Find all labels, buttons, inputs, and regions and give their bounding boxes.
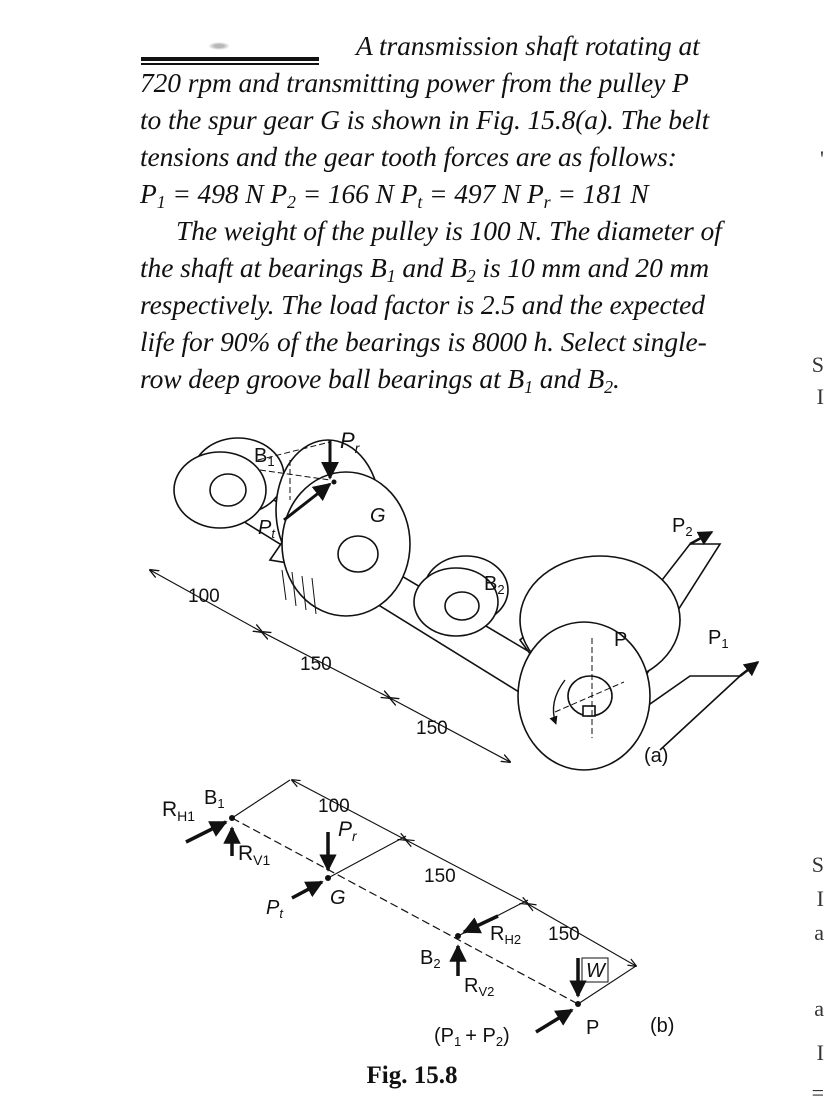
fbd-point-b1 xyxy=(229,815,235,821)
rotation-arrow-icon xyxy=(549,679,566,725)
fbd-dim-150-first xyxy=(406,840,528,904)
header-rule-bottom xyxy=(141,63,319,65)
force-pr: Pr = 181 N xyxy=(526,178,649,212)
fbd-label-pr: Pr xyxy=(338,818,358,844)
fbd-label-150-first: 150 xyxy=(424,866,456,887)
force-point-dot xyxy=(331,479,337,485)
fbd-label-rv1: RV1 xyxy=(238,842,271,868)
edge-fragment-3: I xyxy=(816,384,824,409)
label-p1: P1 xyxy=(708,627,729,651)
fbd-rh1-arrow xyxy=(185,820,228,844)
fbd-label-150-second: 150 xyxy=(548,924,580,945)
fbd-label-b2: B2 xyxy=(420,947,441,971)
fbd-dim-100 xyxy=(292,780,406,840)
scan-mark-icon xyxy=(208,42,230,50)
gear-teeth xyxy=(281,569,317,615)
paragraph2-line-2: the shaft at bearings B1 and B2 is 10 mm… xyxy=(140,252,710,286)
edge-fragment-7: a xyxy=(814,996,824,1021)
fbd-dim-150-second xyxy=(528,904,636,966)
fbd-label-w: W xyxy=(586,960,607,982)
dim-line-100 xyxy=(150,570,262,632)
fbd-label-p1p2: (P1+ P2) xyxy=(434,1025,510,1049)
edge-fragment-2: S xyxy=(811,352,824,377)
fbd-label-rv2: RV2 xyxy=(464,975,494,999)
statement-line-1: A transmission shaft rotating at xyxy=(356,30,700,61)
pulley-centre-horizontal xyxy=(554,681,625,713)
figure-b-label: (b) xyxy=(650,1015,674,1037)
fbd-point-g xyxy=(325,875,331,881)
dim-line-150-first xyxy=(262,632,390,698)
label-pr: Pr xyxy=(340,428,361,456)
fbd-label-p: P xyxy=(586,1017,599,1039)
statement-line-3: to the spur gear G is shown in Fig. 15.8… xyxy=(140,104,710,135)
paragraph2-line-4: life for 90% of the bearings is 8000 h. … xyxy=(140,326,707,357)
shaft-axis xyxy=(257,441,331,500)
fbd-pt-arrow xyxy=(291,880,324,900)
dim-label-150-second: 150 xyxy=(416,718,448,739)
label-b2: B2 xyxy=(484,573,505,597)
paragraph2-line-5: row deep groove ball bearings at B1 and … xyxy=(140,363,620,397)
fbd-point-b2 xyxy=(455,933,461,939)
paragraph2-line-3: respectively. The load factor is 2.5 and… xyxy=(140,289,705,320)
gear-hub xyxy=(337,535,379,573)
edge-fragment-4: S xyxy=(811,852,824,877)
bearing-b2-bore xyxy=(444,591,480,621)
label-p2: P2 xyxy=(672,515,693,539)
fbd-ext-g xyxy=(327,835,407,879)
fbd-point-p xyxy=(575,1001,581,1007)
fbd-centre-line xyxy=(231,817,579,1005)
force-pt: Pt = 497 N xyxy=(400,178,521,212)
fbd-label-rh1: RH1 xyxy=(162,798,195,824)
paragraph2-line-1: The weight of the pulley is 100 N. The d… xyxy=(176,215,722,246)
edge-fragment-5: I xyxy=(816,886,824,911)
fbd-ext-b1 xyxy=(231,779,291,819)
pt-arrow xyxy=(283,482,332,522)
label-p: P xyxy=(614,629,627,651)
fbd-label-100: 100 xyxy=(318,796,350,817)
statement-line-2: 720 rpm and transmitting power from the … xyxy=(140,67,689,98)
problem-statement: A transmission shaft rotating at 720 rpm… xyxy=(140,27,770,397)
dim-label-100: 100 xyxy=(188,586,220,607)
fbd-label-b1: B1 xyxy=(204,787,225,811)
p1-arrow xyxy=(739,661,760,677)
fbd-ext-p xyxy=(577,965,637,1005)
force-p1: P1 = 498 N xyxy=(140,178,264,212)
force-values-line: P1 = 498 N P2 = 166 N Pt = 497 N Pr = 18… xyxy=(140,175,770,212)
statement-line-4: tensions and the gear tooth forces are a… xyxy=(140,141,677,172)
label-g: G xyxy=(370,505,386,527)
edge-fragment-8: I xyxy=(816,1040,824,1065)
fbd-p1p2-arrow xyxy=(535,1008,574,1034)
figure-a-shaft-assembly: B1 Pr Pt G B2 P2 P P1 100 150 150 (a) xyxy=(0,428,760,771)
edge-fragment-9: = xyxy=(811,1080,824,1105)
header-rule-top xyxy=(141,57,319,61)
figure-a-label: (a) xyxy=(644,745,668,767)
fbd-rh2-arrow xyxy=(462,914,499,934)
bearing-b1-bore xyxy=(209,473,247,507)
edge-fragment-1: ' xyxy=(820,146,824,171)
force-p2: P2 = 166 N xyxy=(270,178,394,212)
label-b1: B1 xyxy=(254,445,275,469)
pulley-key xyxy=(582,705,596,717)
fbd-label-pt: Pt xyxy=(266,897,284,921)
p2-arrow xyxy=(689,530,714,546)
figure-b-free-body-diagram: RH1 B1 RV1 100 Pr G Pt 150 B2 RH2 150 RV… xyxy=(162,770,674,1049)
figure-caption: Fig. 15.8 xyxy=(366,1062,458,1089)
label-pt: Pt xyxy=(258,517,276,541)
dim-line-150-second xyxy=(390,698,510,762)
dim-label-150-first: 150 xyxy=(300,654,332,675)
fbd-w-box xyxy=(581,957,609,983)
fbd-label-g: G xyxy=(330,887,346,909)
fbd-label-rh2: RH2 xyxy=(490,923,521,947)
edge-fragment-6: a xyxy=(814,920,824,945)
